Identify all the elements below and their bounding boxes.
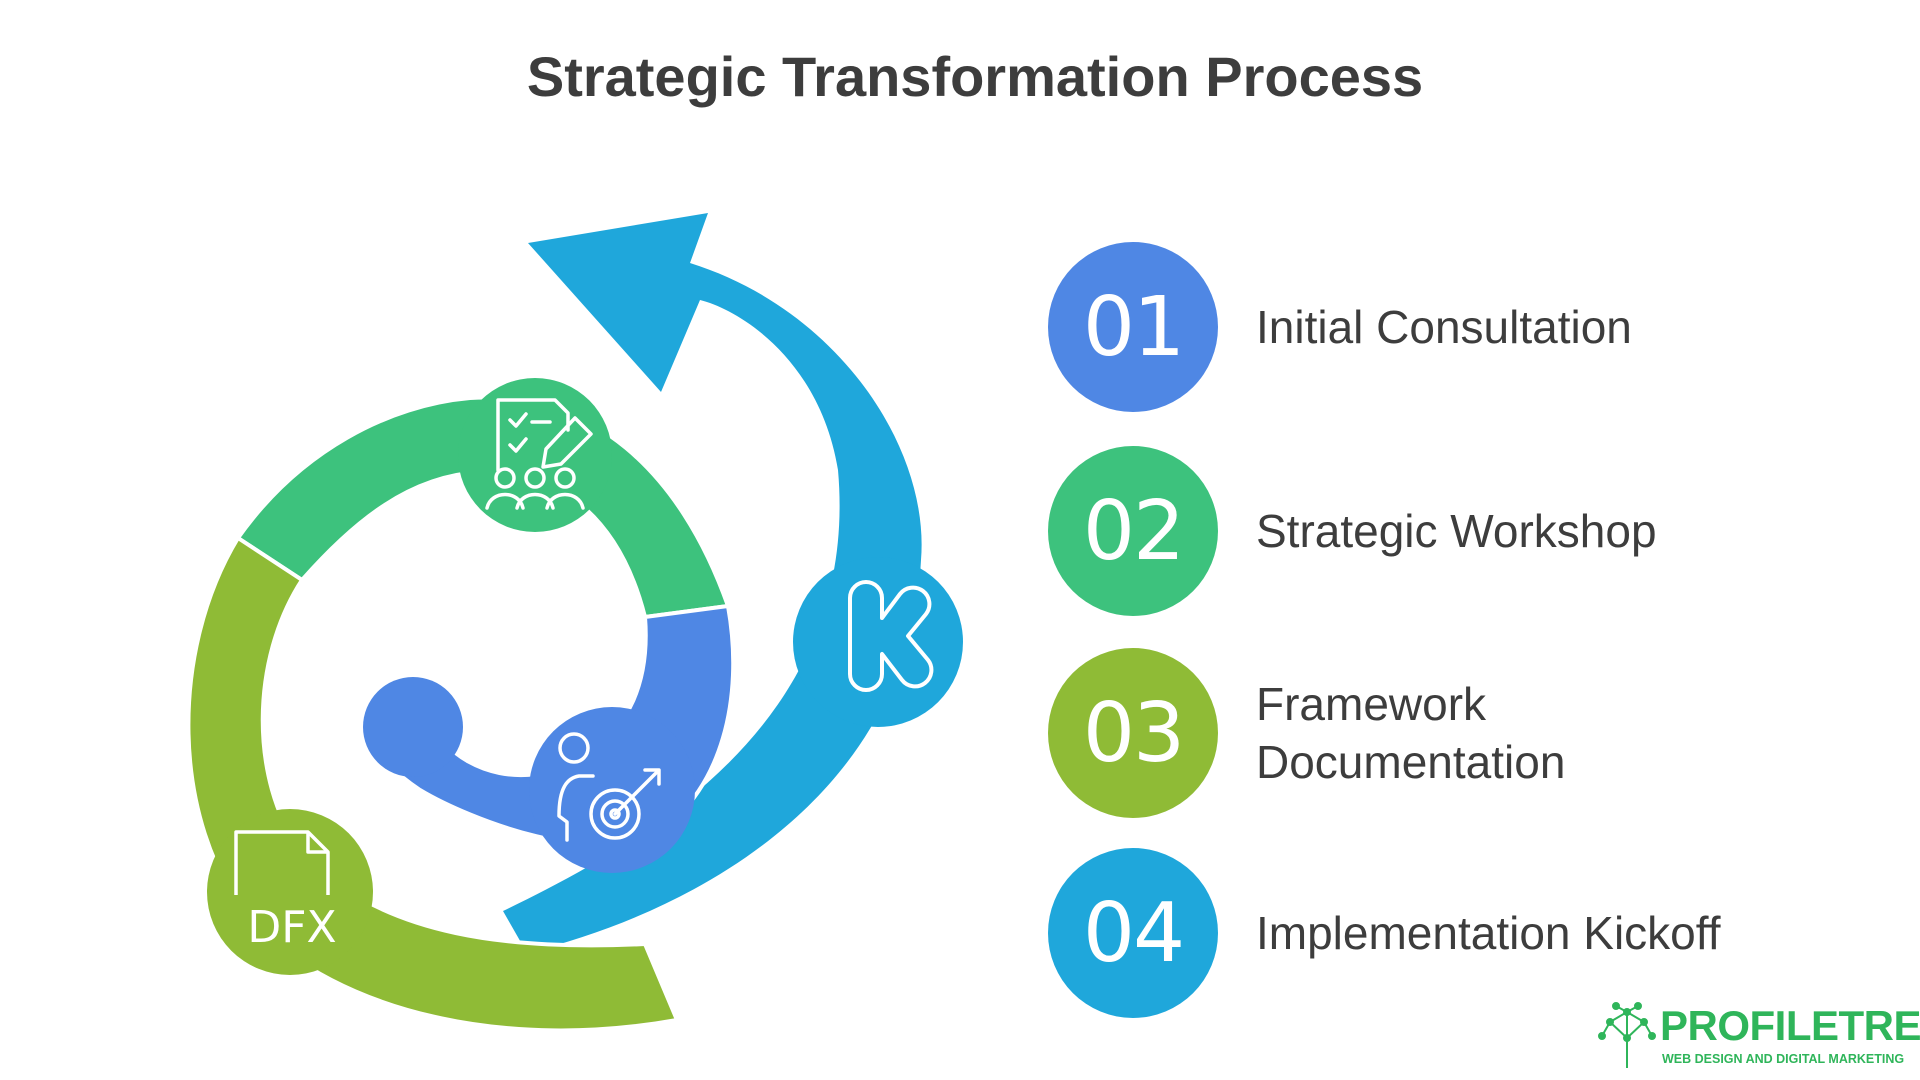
logo-name: PROFILETREE — [1660, 1002, 1920, 1049]
step-label: Framework Documentation — [1256, 678, 1566, 788]
step-04: 04 Implementation Kickoff — [1048, 848, 1848, 1018]
step-label: Implementation Kickoff — [1256, 907, 1721, 959]
step-number-badge: 04 — [1048, 848, 1218, 1018]
step-label: Initial Consultation — [1256, 301, 1632, 353]
spiral-segment-04 — [503, 213, 922, 953]
person-target-icon — [557, 732, 661, 842]
step-number-badge: 01 — [1048, 242, 1218, 412]
step-number: 04 — [1082, 885, 1185, 981]
step-number-badge: 02 — [1048, 446, 1218, 616]
node-step-04 — [793, 557, 963, 727]
node-step-03 — [207, 809, 373, 975]
step-number: 01 — [1082, 279, 1185, 375]
step-number-badge: 03 — [1048, 648, 1218, 818]
page-title: Strategic Transformation Process — [526, 45, 1424, 108]
dfx-file-icon — [234, 830, 330, 895]
step-03: 03 Framework Documentation — [1048, 648, 1848, 818]
logo-tagline: WEB DESIGN AND DIGITAL MARKETING — [1662, 1052, 1905, 1066]
dfx-file-label: DFX — [247, 902, 336, 953]
spiral-tail — [363, 677, 463, 777]
step-label: Strategic Workshop — [1256, 505, 1657, 557]
step-02: 02 Strategic Workshop — [1048, 446, 1848, 616]
kickstarter-k-icon — [848, 580, 934, 692]
step-01: 01 Initial Consultation — [1048, 242, 1848, 412]
checklist-team-icon — [485, 398, 593, 510]
step-number: 02 — [1082, 483, 1185, 579]
spiral-diagram: DFX — [186, 213, 963, 1033]
step-number: 03 — [1082, 685, 1185, 781]
tree-network-icon — [1598, 1002, 1656, 1068]
